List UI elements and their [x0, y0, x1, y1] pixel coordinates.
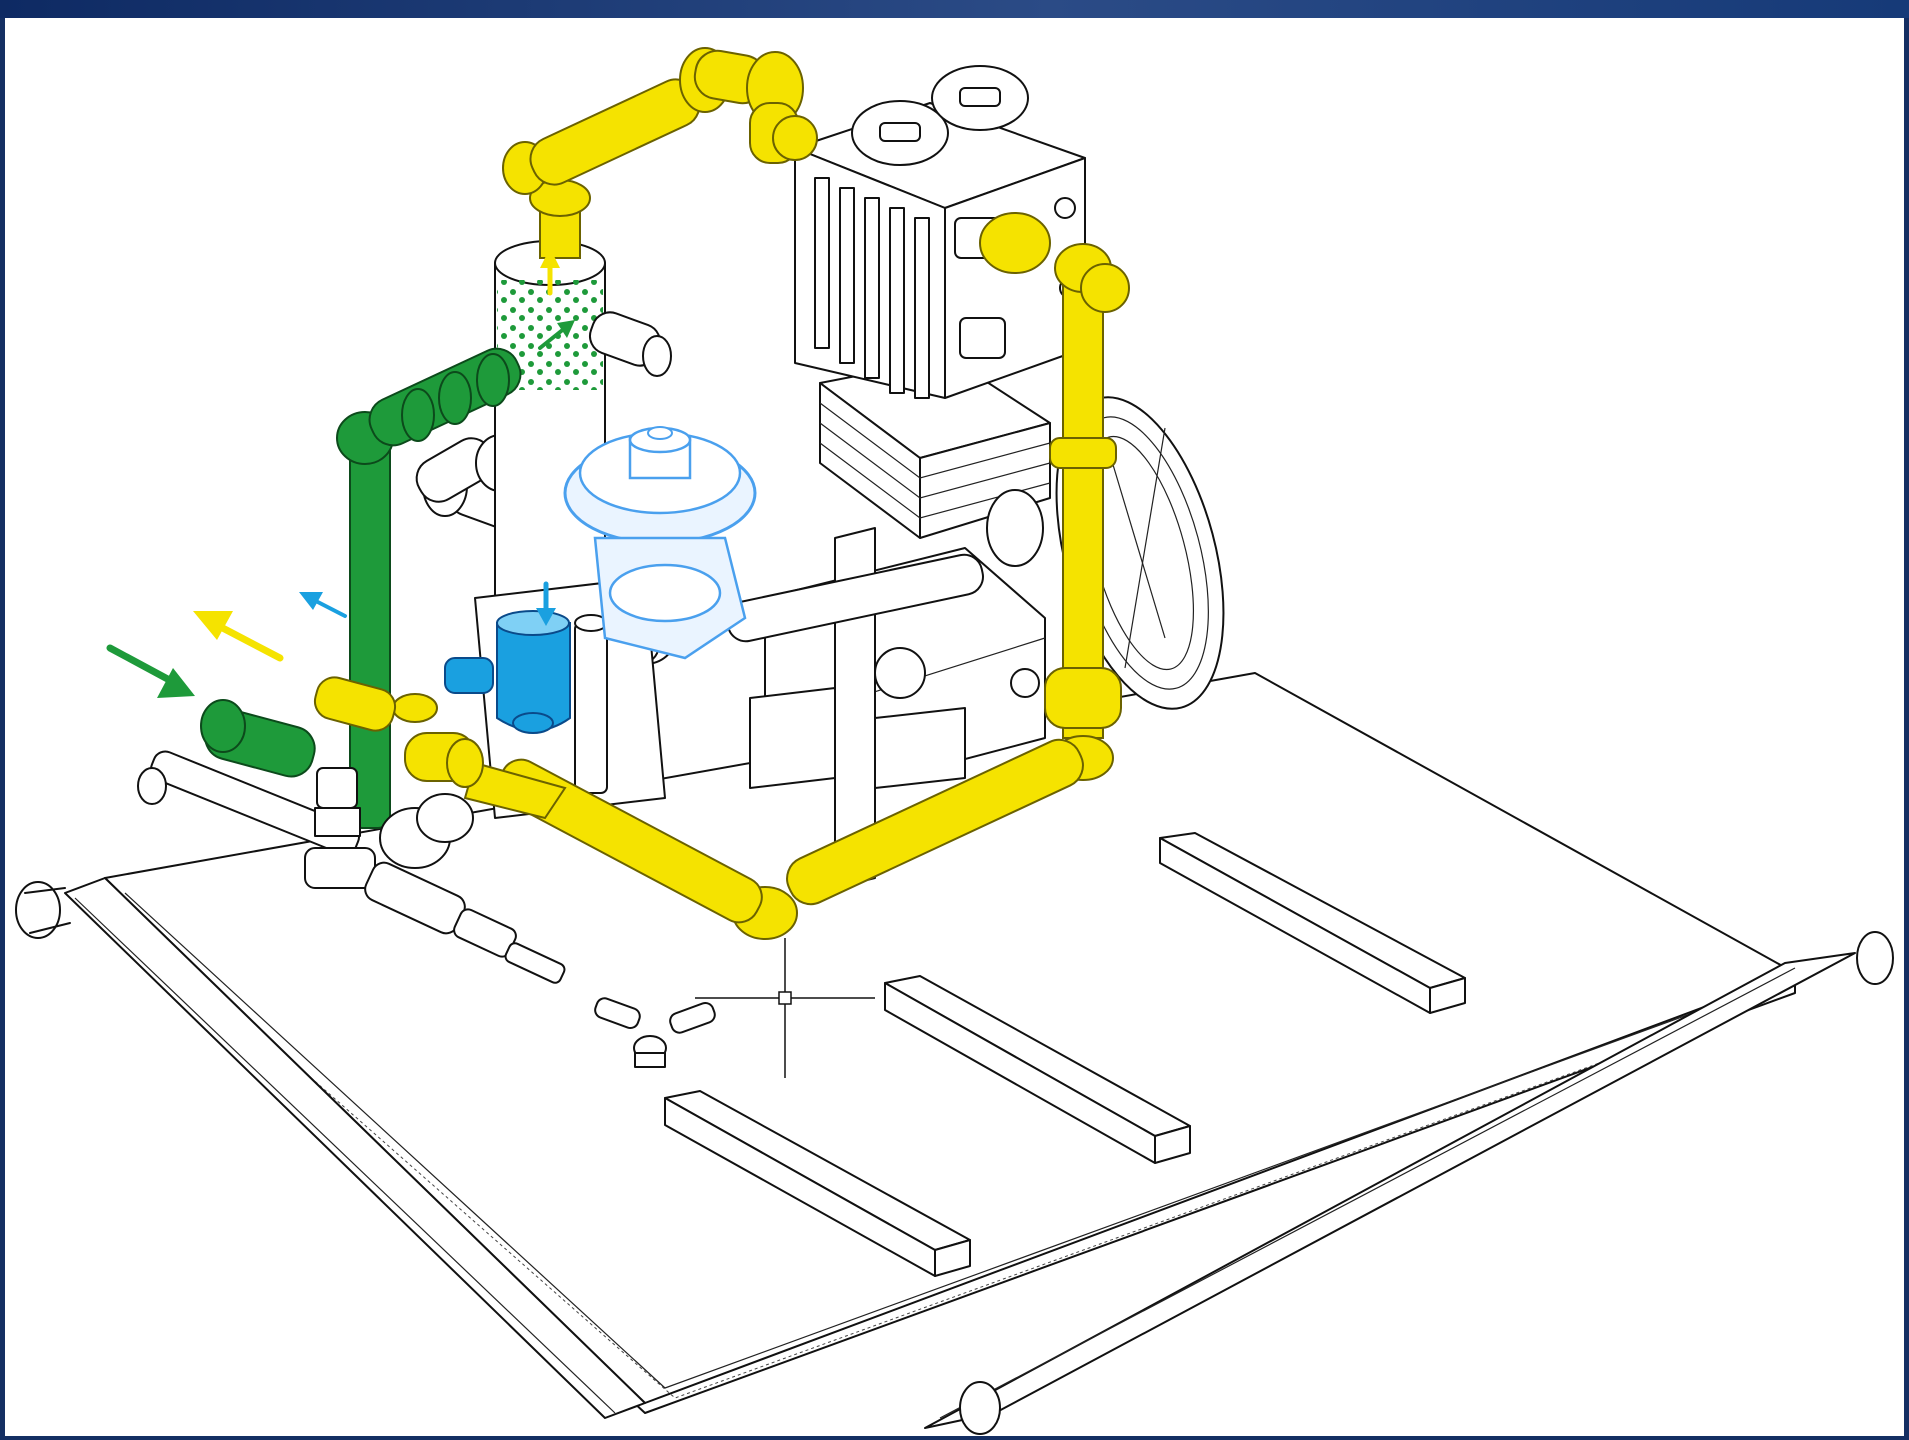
drawing-canvas[interactable] [5, 18, 1904, 1436]
mounting-blocks [664, 832, 1466, 1277]
arrow-outlet-icon [193, 611, 284, 662]
crosshair-cursor-icon [695, 938, 875, 1078]
arrow-drain-icon [299, 592, 347, 618]
arrow-up-icon [540, 248, 560, 296]
drain-valve-assembly [137, 750, 566, 984]
window-border-right [1904, 18, 1909, 1440]
blue-piping [444, 610, 571, 734]
compressor-diagram [15, 47, 1894, 1435]
arrow-inlet-icon [106, 644, 195, 698]
arrow-down-icon [536, 581, 556, 626]
arrow-into-filter-icon [538, 320, 575, 350]
rail-cap [15, 881, 61, 939]
yellow-line [313, 47, 1130, 940]
window-border-bottom [0, 1436, 1909, 1440]
loose-fitting [594, 997, 716, 1068]
rail-cap [959, 1381, 1001, 1435]
window-border-left [0, 18, 5, 1440]
rail-cap [1856, 931, 1894, 985]
pressure-regulator [563, 426, 757, 660]
white-piping [415, 240, 1044, 819]
window-title-bar [0, 0, 1909, 18]
